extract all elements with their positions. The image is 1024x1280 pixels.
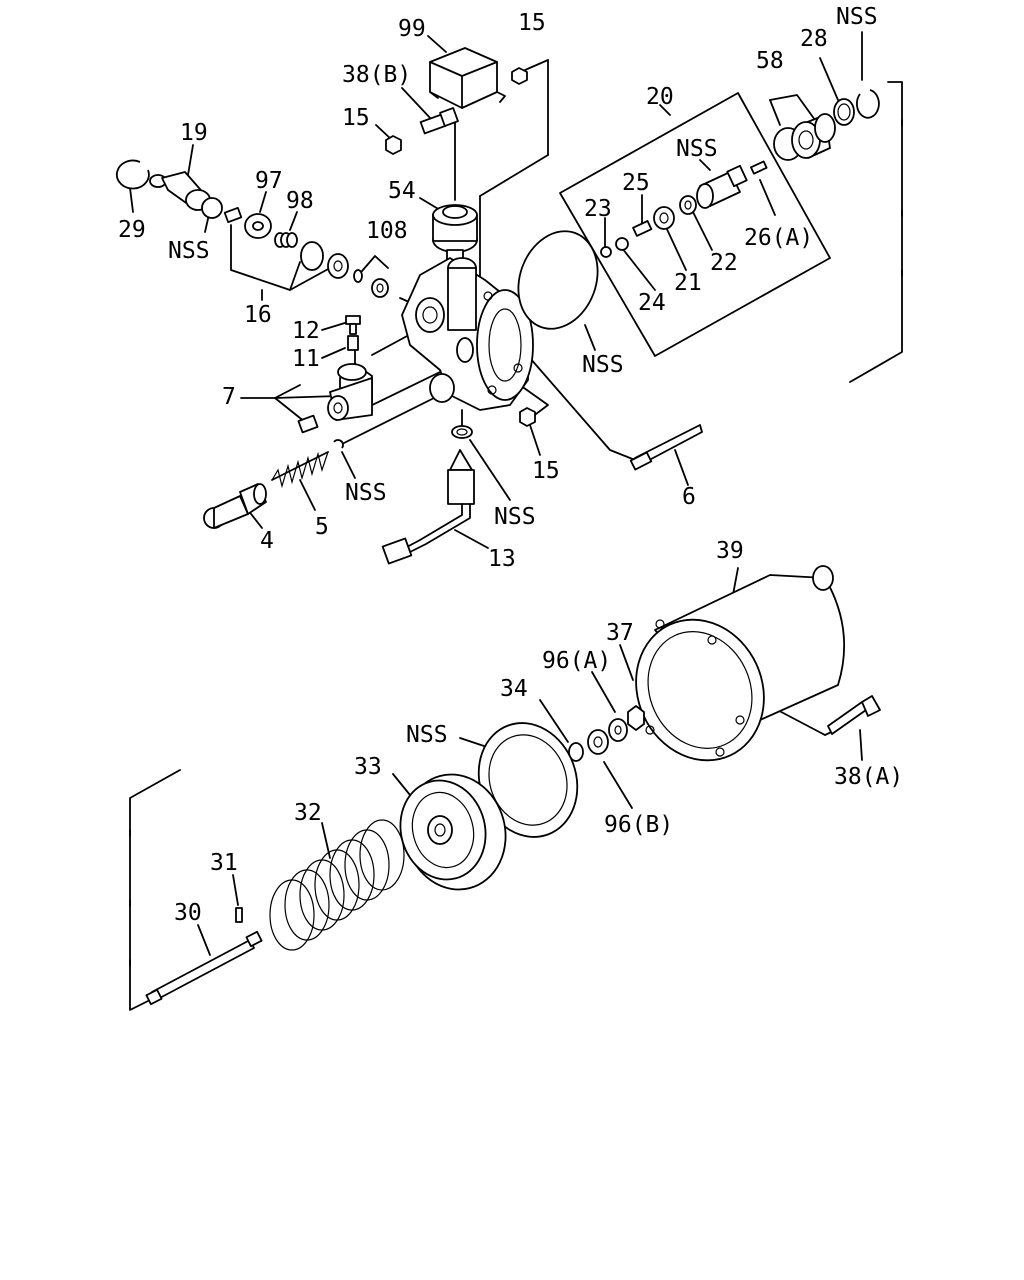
label-96b: 96(B) — [604, 812, 673, 838]
label-4: 4 — [260, 528, 274, 554]
piston-33 — [399, 773, 507, 891]
label-38a: 38(A) — [834, 764, 903, 790]
label-22: 22 — [710, 250, 738, 276]
label-108: 108 — [366, 218, 408, 244]
label-15-top: 15 — [518, 10, 546, 36]
upper-valve-assembly — [115, 47, 880, 565]
cover-99 — [429, 47, 506, 109]
nut-15-top — [511, 67, 528, 85]
washer-96a — [608, 718, 628, 742]
pin-31 — [235, 907, 243, 923]
washer-96b — [587, 729, 609, 755]
label-nss-top-right: NSS — [836, 4, 878, 30]
label-58: 58 — [756, 48, 784, 74]
rod-30 — [145, 930, 263, 1006]
label-nss-20: NSS — [676, 136, 718, 162]
label-98: 98 — [286, 188, 314, 214]
label-16: 16 — [244, 302, 272, 328]
label-24: 24 — [638, 290, 666, 316]
ring-34 — [568, 742, 584, 762]
label-32: 32 — [294, 800, 322, 826]
rod-6 — [629, 424, 703, 471]
label-34: 34 — [500, 676, 528, 702]
kit-20-parts — [600, 160, 768, 258]
label-54: 54 — [388, 178, 416, 204]
label-nss-5: NSS — [345, 480, 387, 506]
o-ring-16b — [327, 253, 349, 279]
spring-32 — [269, 819, 405, 951]
label-21: 21 — [674, 270, 702, 296]
cylinder-7 — [297, 363, 373, 434]
label-25: 25 — [622, 170, 650, 196]
leader-lines — [129, 31, 903, 1011]
label-nss-19: NSS — [168, 238, 210, 264]
lower-booster-assembly — [145, 565, 881, 1006]
part-labels: 99 15 38(B) 15 19 29 NSS 97 98 16 108 54… — [118, 4, 903, 926]
label-28: 28 — [800, 26, 828, 52]
label-11: 11 — [292, 346, 320, 372]
snap-ring-29 — [115, 159, 150, 190]
washer-97 — [244, 213, 272, 239]
label-39: 39 — [716, 538, 744, 564]
sensor-13 — [381, 449, 475, 565]
label-30: 30 — [174, 900, 202, 926]
label-33: 33 — [354, 754, 382, 780]
label-nss-34: NSS — [406, 722, 448, 748]
housing-39 — [635, 565, 846, 762]
nut-15-left — [385, 135, 402, 155]
cap-54 — [432, 204, 478, 263]
label-12: 12 — [292, 318, 320, 344]
fitting-19 — [149, 171, 223, 219]
label-19: 19 — [180, 120, 208, 146]
label-nss-13: NSS — [494, 504, 536, 530]
o-ring-16a — [300, 241, 324, 271]
fitting-11 — [347, 335, 359, 351]
bolt-38b — [419, 107, 459, 135]
spring-98 — [274, 232, 298, 248]
part-58 — [773, 113, 836, 161]
label-38b: 38(B) — [342, 62, 411, 88]
nut-15-right — [519, 407, 536, 427]
label-15-left: 15 — [342, 105, 370, 131]
label-15-right: 15 — [532, 458, 560, 484]
spring-5 — [271, 451, 329, 489]
label-26a: 26(A) — [744, 225, 813, 251]
label-96a: 96(A) — [542, 648, 611, 674]
label-7: 7 — [222, 384, 236, 410]
label-13: 13 — [488, 546, 516, 572]
label-99: 99 — [398, 16, 426, 42]
screw-12 — [345, 315, 361, 335]
bolt-38a — [827, 695, 881, 735]
valve-body — [401, 257, 534, 411]
label-37: 37 — [606, 620, 634, 646]
nut-37 — [627, 705, 645, 731]
label-23: 23 — [584, 196, 612, 222]
label-29: 29 — [118, 217, 146, 243]
ring-28 — [833, 98, 855, 126]
label-6: 6 — [682, 484, 696, 510]
plug-4 — [203, 483, 267, 529]
diaphragm — [517, 230, 599, 330]
label-nss-diaphragm: NSS — [582, 352, 624, 378]
label-5: 5 — [315, 514, 329, 540]
label-20: 20 — [646, 84, 674, 110]
label-31: 31 — [210, 850, 238, 876]
label-97: 97 — [255, 168, 283, 194]
